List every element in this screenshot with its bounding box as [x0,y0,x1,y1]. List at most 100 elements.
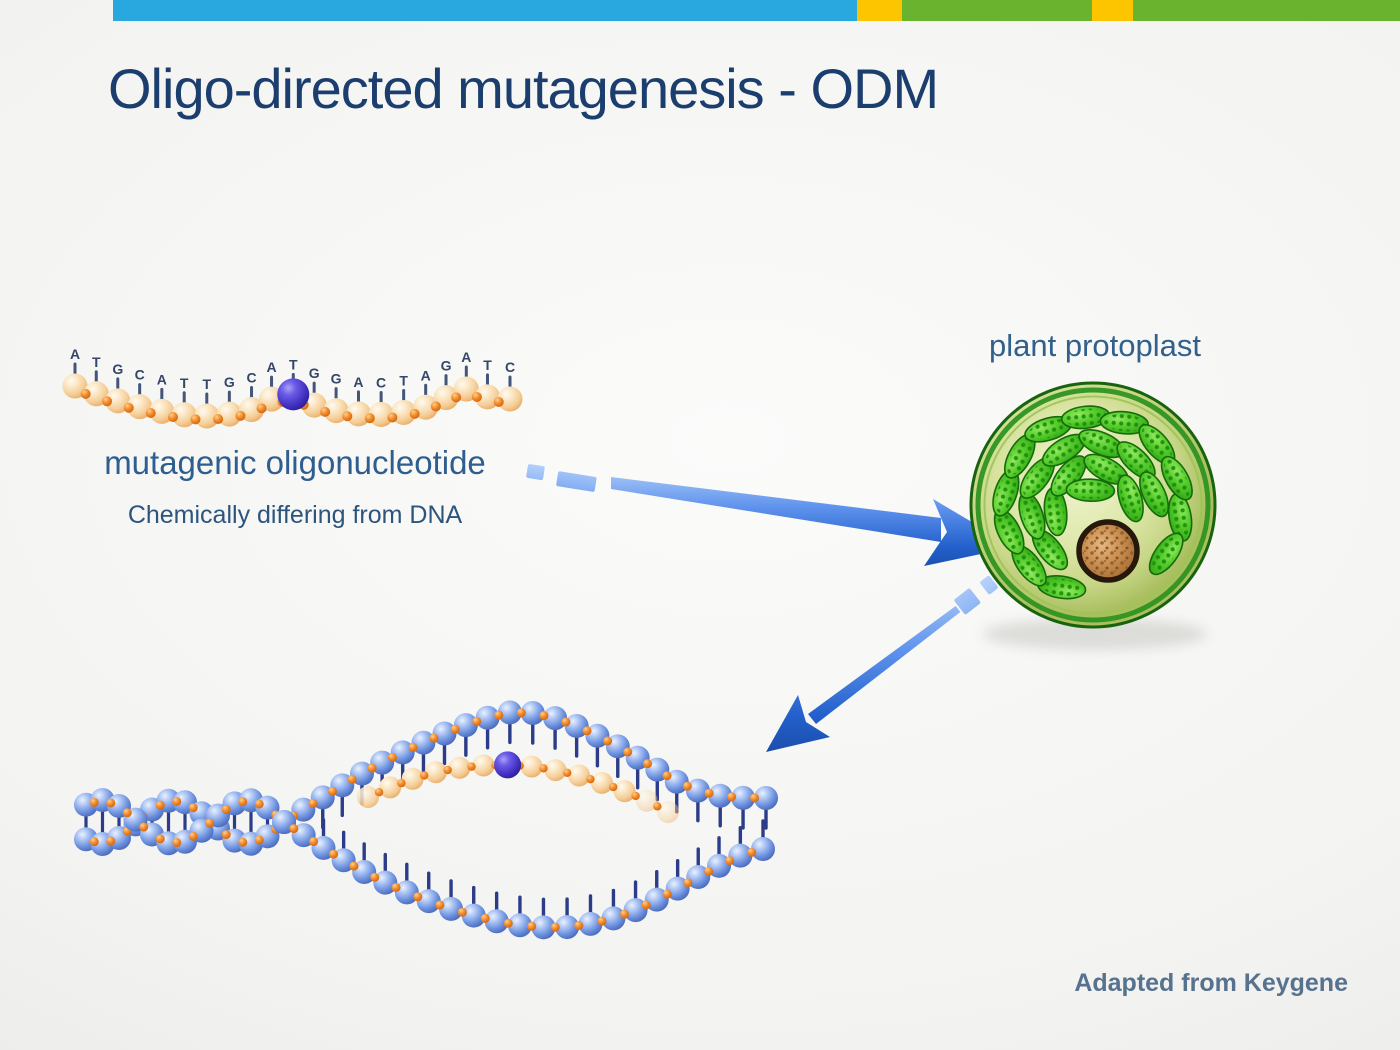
diagram-shape: A [266,359,276,375]
diagram-shape [641,900,651,910]
diagram-shape [347,774,357,784]
diagram-shape [221,830,231,840]
diagram-shape [367,763,377,773]
diagram-shape [188,803,198,813]
diagram-shape [704,788,714,798]
diagram-shape [123,402,134,413]
diagram-shape [975,387,1211,623]
diagram-shape [497,386,523,412]
diagram-shape [1082,432,1122,455]
diagram-shape [89,797,99,807]
diagram-shape [635,789,658,812]
diagram-shape [235,410,246,421]
diagram-shape [1120,478,1141,519]
diagram-shape [80,388,91,399]
diagram-shape [603,736,613,746]
diagram-shape: A [157,371,167,387]
diagram-shape [368,401,394,427]
diagram-shape [391,399,417,425]
diagram-shape [954,588,981,615]
diagram-shape [751,837,775,861]
diagram-shape [256,403,267,414]
diagram-shape [1087,456,1125,482]
diagram-shape [631,791,640,801]
diagram-shape [1164,459,1190,497]
diagram-shape [516,708,526,718]
diagram-shape [1142,474,1166,514]
diagram-shape [766,695,830,752]
diagram-shape [1040,578,1083,597]
diagram-shape [474,384,500,410]
stripe-segment-1 [113,0,857,21]
diagram-shape [106,798,116,808]
diagram-shape [995,472,1017,513]
diagram-shape [561,717,571,727]
diagram-shape [391,882,401,892]
diagram-shape: T [399,372,408,388]
diagram-shape [555,915,580,940]
diagram-shape [657,801,679,823]
diagram-shape [642,759,652,769]
diagram-shape [708,783,733,808]
diagram-shape [1035,532,1065,567]
diagram-shape [539,711,549,721]
diagram-shape: A [70,346,80,362]
diagram-shape [527,921,537,931]
diagram-shape [1069,481,1112,499]
diagram-shape [457,907,467,917]
diagram-shape [531,915,556,940]
diagram-shape [397,778,406,788]
diagram-shape [556,471,597,492]
diagram-shape: G [112,361,123,377]
diagram-shape [416,889,441,914]
diagram-shape [429,733,439,743]
diagram-shape: T [483,357,492,373]
diagram-shape [754,786,778,810]
diagram-shape [983,618,1207,650]
diagram-shape [480,913,490,923]
diagram-shape [172,838,182,848]
diagram-shape [320,406,331,417]
diagram-shape [432,721,457,746]
diagram-shape [145,407,156,418]
diagram-shape [472,716,482,726]
diagram-shape: A [461,349,471,365]
diagram-shape [349,861,359,871]
diagram-shape [357,786,379,808]
diagram-shape: G [331,371,342,387]
diagram-shape [451,392,462,403]
diagram-shape [613,780,636,803]
diagram-shape [620,909,630,919]
diagram-shape [430,401,441,412]
diagram-shape [471,391,482,402]
diagram-shape [448,756,471,779]
diagram-shape [345,401,371,427]
stripe-segment-2 [857,0,902,21]
diagram-shape [420,771,429,780]
diagram-shape [1119,444,1153,477]
diagram-shape [171,402,197,428]
diagram-shape [1027,419,1069,440]
diagram-shape [424,761,447,784]
diagram-shape [731,785,756,810]
diagram-shape [1046,490,1065,533]
diagram-shape [611,477,941,542]
diagram-shape [254,799,264,809]
diagram-shape [590,771,613,794]
diagram-shape [106,836,116,846]
diagram-shape [520,701,545,726]
diagram-shape [609,782,618,792]
diagram-shape [564,713,589,738]
diagram-shape [497,700,522,725]
diagram-shape [475,705,500,730]
diagram-shape [387,412,398,423]
diagram-shape [139,822,149,832]
diagram-shape [1007,437,1033,476]
protoplast-label: plant protoplast [989,328,1201,363]
diagram-shape [453,713,478,738]
diagram-shape [413,892,423,902]
oligo-label: mutagenic oligonucleotide [104,444,486,481]
diagram-shape [216,401,242,427]
diagram-shape [685,778,710,803]
diagram-shape [653,802,662,811]
